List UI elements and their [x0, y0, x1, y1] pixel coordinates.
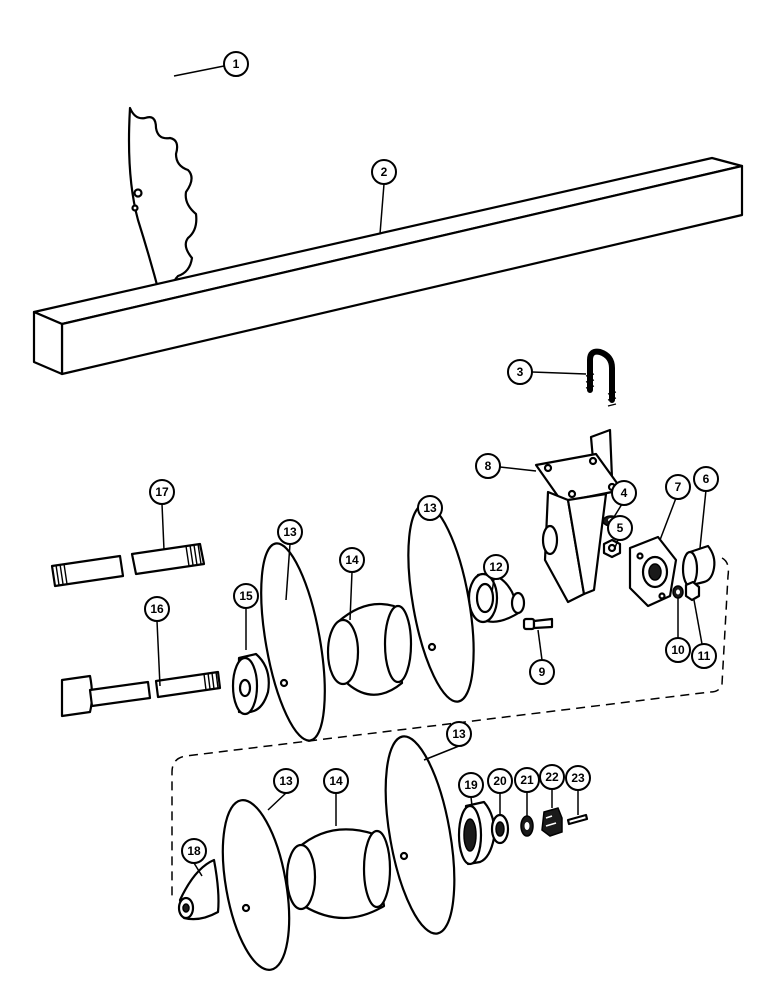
svg-text:6: 6: [703, 472, 710, 486]
part-threaded-rod-17: [50, 542, 206, 588]
part-castle-nut-22: [541, 807, 563, 837]
callout-4: 4: [611, 480, 637, 506]
svg-text:4: 4: [621, 486, 628, 500]
svg-text:12: 12: [489, 560, 503, 574]
part-spool-14-lower: [285, 828, 392, 920]
svg-text:21: 21: [520, 773, 534, 787]
svg-text:3: 3: [517, 365, 524, 379]
part-lock-washer-21: [520, 815, 534, 837]
part-bolt-9: [522, 617, 554, 631]
part-cone-spacer-12: [467, 572, 526, 624]
callout-10: 10: [665, 637, 691, 663]
part-notched-disc-blade: [127, 106, 198, 301]
callout-6: 6: [693, 466, 719, 492]
svg-text:23: 23: [571, 771, 585, 785]
callout-7: 7: [665, 474, 691, 500]
svg-text:13: 13: [283, 525, 297, 539]
callout-1: 1: [223, 51, 249, 77]
part-bushing-15: [231, 652, 270, 716]
callout-23: 23: [565, 765, 591, 791]
part-washer-10: [672, 585, 684, 599]
part-bearing-flange: [628, 535, 678, 608]
part-cone-spacer-18: [177, 858, 220, 921]
svg-text:13: 13: [452, 727, 466, 741]
callout-13-lower-left: 13: [273, 768, 299, 794]
svg-text:7: 7: [675, 480, 682, 494]
callout-5: 5: [607, 515, 633, 541]
svg-text:16: 16: [150, 602, 164, 616]
svg-text:18: 18: [187, 844, 201, 858]
callout-17: 17: [149, 479, 175, 505]
svg-text:22: 22: [545, 770, 559, 784]
part-cotter-pin-23: [566, 813, 589, 826]
part-nut-11: [684, 580, 701, 602]
callout-11: 11: [691, 643, 717, 669]
part-disc-blade-13-lower-right: [384, 735, 456, 935]
leader-lines: [156, 65, 707, 877]
part-hanger-bracket: [534, 428, 624, 604]
svg-text:17: 17: [155, 485, 169, 499]
dashed-continuation-line: [171, 557, 730, 900]
callout-13-lower-right: 13: [446, 721, 472, 747]
part-bearing-19: [457, 800, 496, 866]
part-spool-14-upper: [326, 602, 413, 696]
callout-21: 21: [514, 767, 540, 793]
callout-16: 16: [144, 596, 170, 622]
part-washer-20: [490, 813, 510, 845]
callout-15: 15: [233, 583, 259, 609]
part-disc-blade-13-upper-left: [260, 542, 326, 742]
svg-text:1: 1: [233, 57, 240, 71]
svg-text:9: 9: [539, 665, 546, 679]
callout-18: 18: [181, 838, 207, 864]
svg-text:8: 8: [485, 459, 492, 473]
callout-14-upper: 14: [339, 547, 365, 573]
part-square-tube-beam: [32, 156, 744, 376]
callout-3: 3: [507, 359, 533, 385]
callout-2: 2: [371, 159, 397, 185]
callout-20: 20: [487, 768, 513, 794]
callout-12: 12: [483, 554, 509, 580]
callout-8: 8: [475, 453, 501, 479]
svg-text:2: 2: [381, 165, 388, 179]
svg-text:13: 13: [279, 774, 293, 788]
callout-22: 22: [539, 764, 565, 790]
svg-text:19: 19: [464, 778, 478, 792]
callout-13-upper-left: 13: [277, 519, 303, 545]
svg-text:20: 20: [493, 774, 507, 788]
svg-text:14: 14: [329, 774, 343, 788]
part-disc-blade-13-lower-left: [221, 799, 291, 971]
callout-9: 9: [529, 659, 555, 685]
part-u-bolt: [585, 348, 617, 407]
svg-text:13: 13: [423, 501, 437, 515]
callout-19: 19: [458, 772, 484, 798]
svg-text:5: 5: [617, 521, 624, 535]
callout-13-upper-right: 13: [417, 495, 443, 521]
svg-text:14: 14: [345, 553, 359, 567]
part-bearing-cup: [681, 544, 716, 588]
svg-text:10: 10: [671, 643, 685, 657]
svg-text:11: 11: [698, 649, 711, 663]
part-axle-shaft-16: [60, 670, 222, 718]
svg-text:15: 15: [239, 589, 253, 603]
callout-14-lower: 14: [323, 768, 349, 794]
